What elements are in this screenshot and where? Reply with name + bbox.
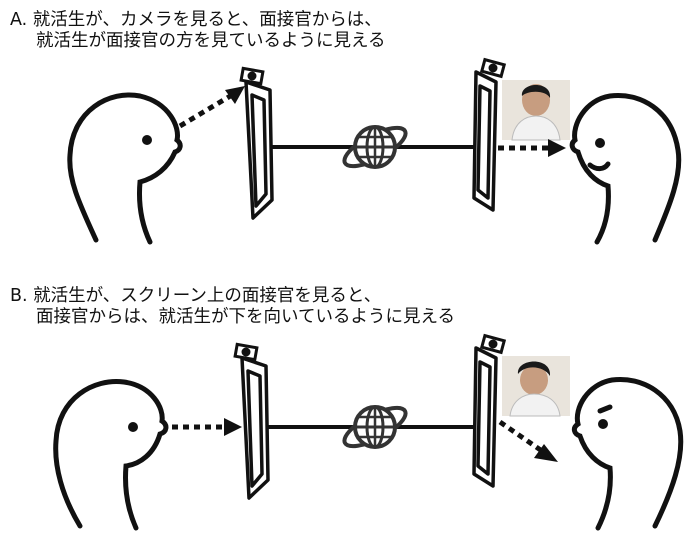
camera-b-left-icon (233, 342, 259, 362)
interviewer-photo-a (502, 80, 570, 141)
caption-b: B. 就活生が、スクリーン上の面接官を見ると、 面接官からは、就活生が下を向いて… (10, 286, 455, 328)
gaze-arrowhead-b-left (224, 418, 242, 436)
gaze-arrowhead-b-right (534, 444, 558, 462)
scene-a-diagram (67, 57, 682, 245)
scene-b-diagram (53, 333, 684, 531)
camera-a-left-icon (239, 66, 265, 86)
student-b-person-icon (53, 379, 169, 531)
caption-b-line1: B. 就活生が、スクリーン上の面接官を見ると、 (10, 286, 382, 306)
interviewer-b-person-icon (571, 376, 684, 531)
globe-a-icon (342, 125, 408, 169)
gaze-arrowhead-a-right (548, 139, 566, 157)
globe-b-icon (342, 405, 408, 449)
camera-b-right-icon (479, 333, 507, 355)
caption-b-line2: 面接官からは、就活生が下を向いているように見える (36, 307, 455, 327)
student-b-eye (128, 422, 138, 432)
interviewer-a-eye (595, 138, 605, 148)
gaze-arrow-a-left (178, 92, 234, 129)
monitor-b-left-icon (240, 356, 270, 500)
monitor-a-left-icon (244, 80, 274, 220)
gaze-arrowhead-a-left (225, 86, 245, 104)
caption-a-line2: 就活生が面接官の方を見ているように見える (36, 31, 386, 51)
student-a-person-icon (67, 92, 183, 245)
monitor-a-right-icon (472, 70, 498, 212)
interviewer-a-person-icon (569, 92, 682, 245)
caption-a: A. 就活生が、カメラを見ると、面接官からは、 就活生が面接官の方を見ているよう… (10, 10, 385, 52)
interviewer-photo-b (502, 356, 570, 417)
student-a-eye (142, 135, 152, 145)
camera-a-right-icon (479, 57, 507, 79)
monitor-b-right-icon (472, 346, 498, 488)
caption-a-line1: A. 就活生が、カメラを見ると、面接官からは、 (10, 10, 382, 30)
gaze-arrow-b-right (498, 419, 544, 454)
interviewer-b-eye (598, 419, 608, 429)
